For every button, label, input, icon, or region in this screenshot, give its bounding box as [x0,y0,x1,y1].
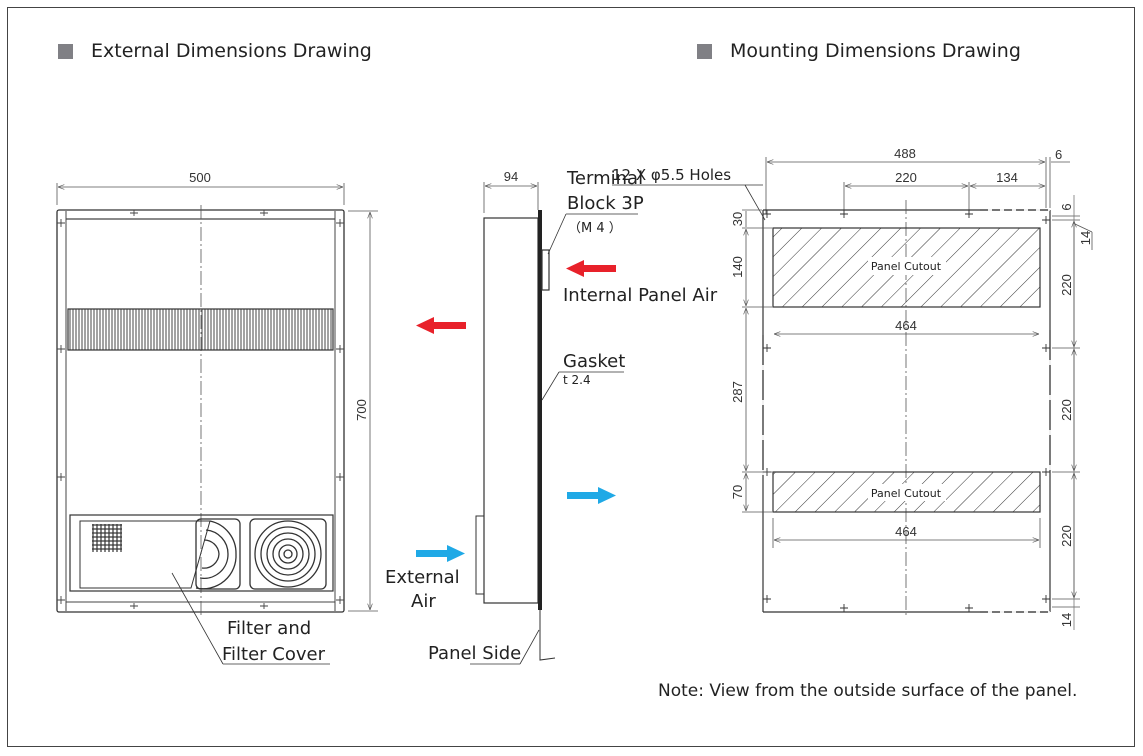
panel-cutout-lower-label: Panel Cutout [871,487,942,500]
external-air-label-line2: Air [411,591,436,612]
cool-air-in-arrow [416,545,465,562]
mounting-holes [763,210,1050,612]
panel-cutout-upper-label: Panel Cutout [871,260,942,273]
panel-side-label: Panel Side [428,643,521,664]
external-air-label-line1: External [385,567,460,588]
cool-air-out-arrow [567,487,616,504]
bottom-offset-label: 14 [1059,613,1074,627]
holes-label: 12 X φ5.5 Holes [612,166,731,184]
gasket-label: Gasket [563,351,625,372]
depth-dimension-label: 94 [504,169,518,184]
filter-label-line2: Filter Cover [222,644,326,665]
panel-wall [539,610,556,661]
heading-square-icon [697,43,712,59]
external-dimensions-heading: External Dimensions Drawing [58,40,372,62]
drawing-frame [7,7,1135,747]
filter-cover [79,520,211,589]
overall-width-label: 488 [894,146,916,161]
side-view: 94 Terminal Block 3P （M 4 ） Internal Pan… [385,168,718,665]
edge-offset-label: 6 [1055,147,1062,162]
gasket-spec: t 2.4 [563,373,591,387]
mounting-flange [538,210,542,610]
vertical-spacing-2-label: 220 [1059,399,1074,421]
unit-outline [56,209,345,613]
intake-panel [69,514,334,592]
terminal-label-line1: Terminal [566,168,643,189]
mounting-dimensions-heading: Mounting Dimensions Drawing [697,40,1021,62]
footnote: Note: View from the outside surface of t… [658,681,1078,701]
cutout-width-upper-label: 464 [895,318,917,333]
screw-marks [57,210,344,609]
terminal-block [541,249,550,291]
filter-label-line1: Filter and [227,618,311,639]
external-heading-text: External Dimensions Drawing [91,40,372,62]
hot-air-out-arrow [416,317,466,334]
hot-air-in-arrow [566,260,616,277]
vertical-spacing-1-label: 220 [1059,274,1074,296]
cutout-top-margin-label: 30 [730,212,745,226]
vertical-spacing-3-label: 220 [1059,525,1074,547]
unit-side-outline [483,217,539,604]
fan-guard-right [249,518,327,590]
mounting-view: 12 X φ5.5 Holes 488 6 220 134 [612,146,1093,630]
exhaust-grille [67,308,334,351]
fan-guard-left [195,518,241,590]
mounting-heading-text: Mounting Dimensions Drawing [730,40,1021,62]
internal-air-label: Internal Panel Air [563,285,718,306]
terminal-spec: （M 4 ） [568,221,622,236]
terminal-label-line2: Block 3P [567,193,644,214]
top-offset-label: 6 [1059,203,1074,210]
external-view: 500 700 [56,170,378,665]
width-dimension-label: 500 [189,170,211,185]
cutout-width-lower-label: 464 [895,524,917,539]
heading-square-icon [58,43,73,59]
filter-mesh [92,524,122,552]
filter-housing [475,515,485,595]
cutout-lower-height-label: 70 [730,485,745,499]
hole-edge-label: 134 [996,170,1018,185]
cutout-upper-height-label: 140 [730,256,745,278]
side-offset-label: 14 [1078,231,1093,245]
height-dimension-label: 700 [354,399,369,421]
cutout-gap-label: 287 [730,381,745,403]
hole-spacing-label: 220 [895,170,917,185]
